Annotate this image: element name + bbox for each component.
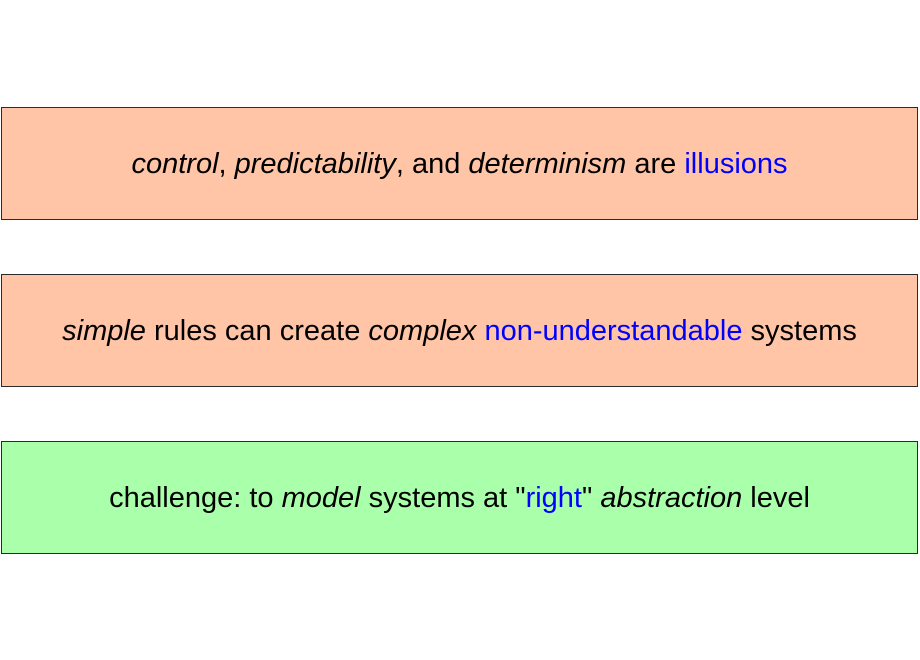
- text-segment: model: [281, 481, 361, 514]
- text-segment: are: [626, 147, 685, 180]
- highlighted-word: non-understandable: [484, 314, 743, 347]
- text-segment: systems at ": [360, 481, 526, 514]
- statement-box-challenge: challenge: to model systems at "right" a…: [1, 441, 918, 554]
- text-segment: challenge: to: [109, 481, 282, 514]
- text-segment: determinism: [468, 147, 627, 180]
- text-segment: rules can create: [145, 314, 369, 347]
- statement-text: simple rules can create complex non-unde…: [62, 310, 857, 352]
- text-segment: simple: [62, 314, 146, 347]
- statement-box-simple-rules: simple rules can create complex non-unde…: [1, 274, 918, 387]
- text-segment: , and: [395, 147, 469, 180]
- text-segment: systems: [742, 314, 857, 347]
- text-segment: predictability: [234, 147, 396, 180]
- text-segment: level: [742, 481, 810, 514]
- text-segment: complex: [368, 314, 477, 347]
- highlighted-word: right: [525, 481, 582, 514]
- text-segment: ": [582, 481, 601, 514]
- highlighted-word: illusions: [684, 147, 788, 180]
- statement-text: challenge: to model systems at "right" a…: [109, 477, 810, 519]
- text-segment: abstraction: [600, 481, 743, 514]
- text-segment: control: [131, 147, 219, 180]
- statement-box-illusions: control, predictability, and determinism…: [1, 107, 918, 220]
- text-segment: ,: [218, 147, 235, 180]
- statement-text: control, predictability, and determinism…: [131, 143, 787, 185]
